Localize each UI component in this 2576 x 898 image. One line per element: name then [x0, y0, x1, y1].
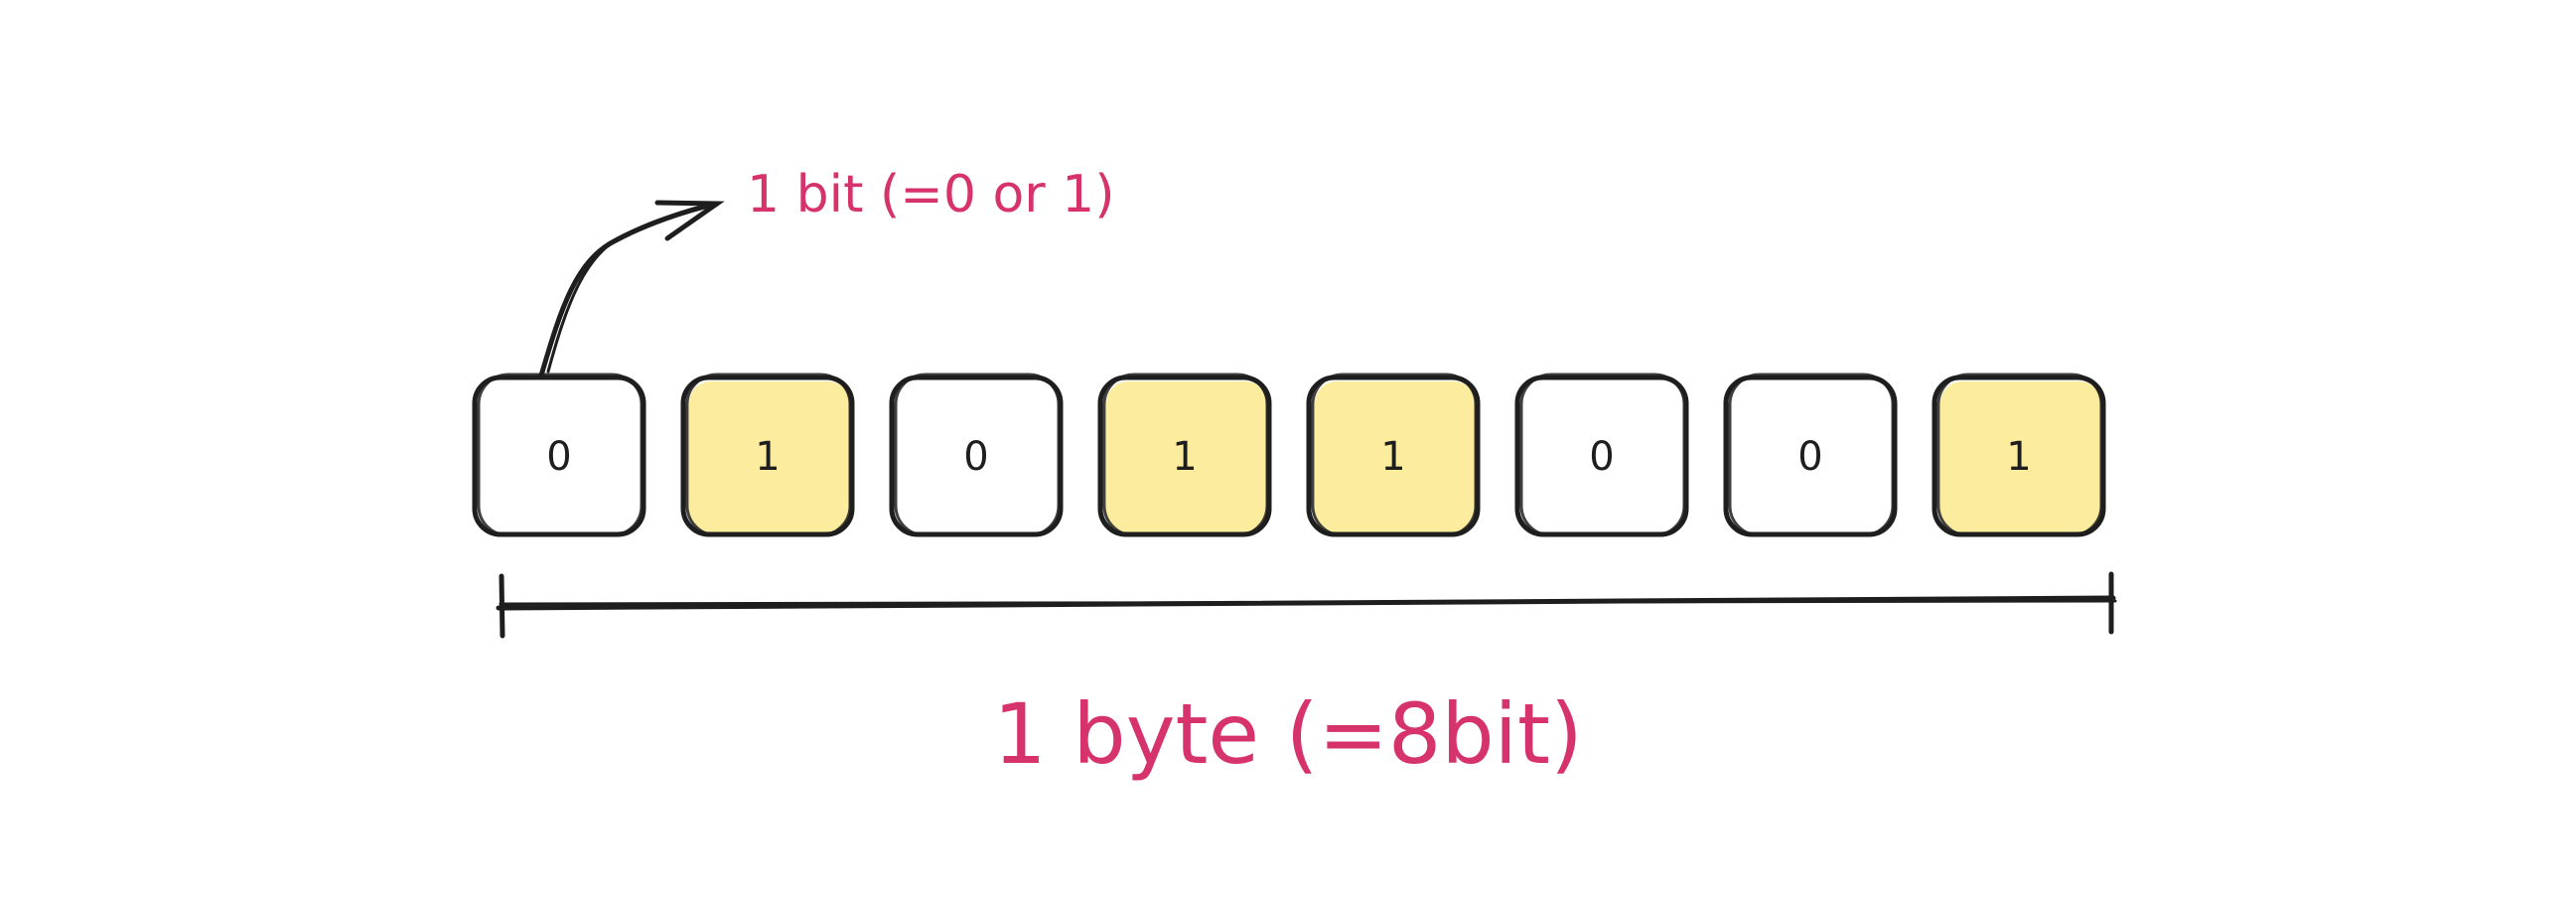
bit-cell-border-sketch — [1519, 373, 1686, 537]
bit-cell: 1 — [1306, 373, 1481, 537]
bit-value: 1 — [1172, 434, 1197, 480]
bit-cell: 0 — [1514, 373, 1689, 537]
bit-value: 0 — [1797, 434, 1822, 480]
bit-cells: 0 1 0 1 1 0 0 1 — [472, 373, 2106, 537]
bit-annotation-label: 1 bit (=0 or 1) — [747, 165, 1115, 224]
byte-label: 1 byte (=8bit) — [993, 685, 1582, 783]
bit-cell-fill — [1315, 381, 1476, 532]
bit-cell-fill — [689, 381, 850, 532]
annotation-arrow — [538, 200, 725, 378]
bit-cell-fill — [1940, 381, 2101, 532]
bit-cell: 0 — [1723, 373, 1898, 537]
bit-value: 1 — [755, 434, 780, 480]
bit-cell-border-sketch — [477, 373, 644, 537]
bit-cell: 1 — [680, 373, 855, 537]
bit-cell: 1 — [1097, 373, 1272, 537]
bit-cell: 0 — [472, 373, 646, 537]
bit-cell-fill — [1106, 381, 1267, 532]
bit-cell-border-sketch — [1936, 373, 2103, 537]
bit-value: 0 — [963, 434, 988, 480]
bit-cell-border-sketch — [1311, 373, 1478, 537]
bit-value: 0 — [1589, 434, 1614, 480]
bit-cell-border-sketch — [1102, 373, 1269, 537]
byte-bracket — [496, 571, 2117, 639]
bit-value: 0 — [546, 434, 571, 480]
bit-value: 1 — [2006, 434, 2031, 480]
bit-cell-border-sketch — [685, 373, 852, 537]
bit-cell-border-sketch — [1728, 373, 1895, 537]
bit-value: 1 — [1380, 434, 1405, 480]
bit-cell: 0 — [889, 373, 1064, 537]
bit-cell-border-sketch — [894, 373, 1061, 537]
bit-cell: 1 — [1932, 373, 2106, 537]
